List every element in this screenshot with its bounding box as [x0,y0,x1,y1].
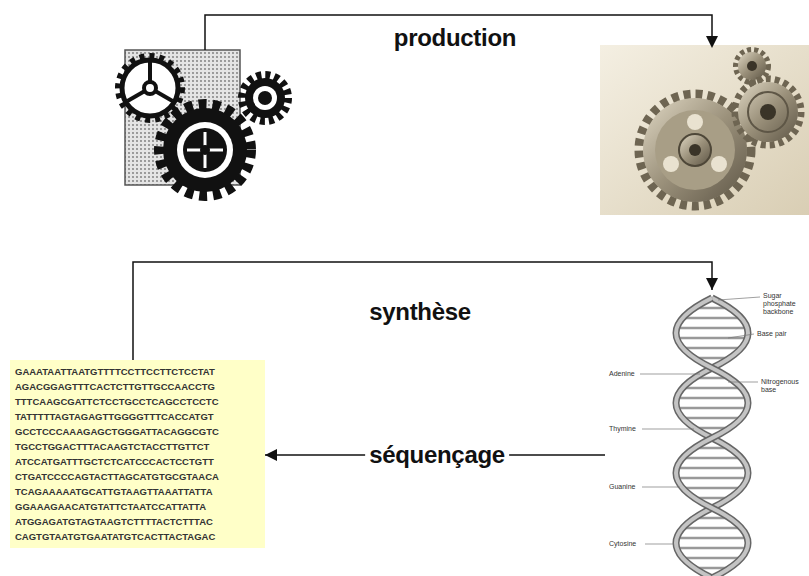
small-gear [242,75,288,121]
big-gear [159,104,251,196]
photo-big-gear [639,94,751,206]
sequence-box: GAAATAATTAATGTTTTCCTTCCTTCTCCTAT AGACGGA… [10,360,265,548]
dna-figure: Sugar phosphate backboneBase pairNitroge… [605,290,805,572]
backbone-strand [676,298,748,576]
backbone-strand [676,298,748,576]
process-label: production [390,24,520,52]
photo-small-gear [736,50,768,82]
gear-icon [118,50,288,196]
dna-label: Thymine [609,425,649,433]
gear-photo [600,45,809,215]
edge-label: séquençage [365,441,509,469]
flow-arrow [133,262,712,360]
dna-label: Adenine [609,370,649,378]
spoked-wheel [118,56,182,120]
dna-label: Cytosine [609,540,649,548]
edge-label: synthèse [365,298,475,326]
dna-label: Base pair [757,330,803,338]
dna-label: Nitrogenous base [761,378,807,394]
leader-lines [640,297,760,544]
dna-label: Guanine [609,483,649,491]
photo-ground [600,45,809,215]
backbone-strand [676,298,748,576]
dna-helix [640,297,760,576]
sequence-text: GAAATAATTAATGTTTTCCTTCCTTCTCCTAT AGACGGA… [15,364,260,544]
backbone-strand [676,298,748,576]
dna-label: Sugar phosphate backbone [763,292,807,316]
photo-medium-gear [735,79,801,145]
